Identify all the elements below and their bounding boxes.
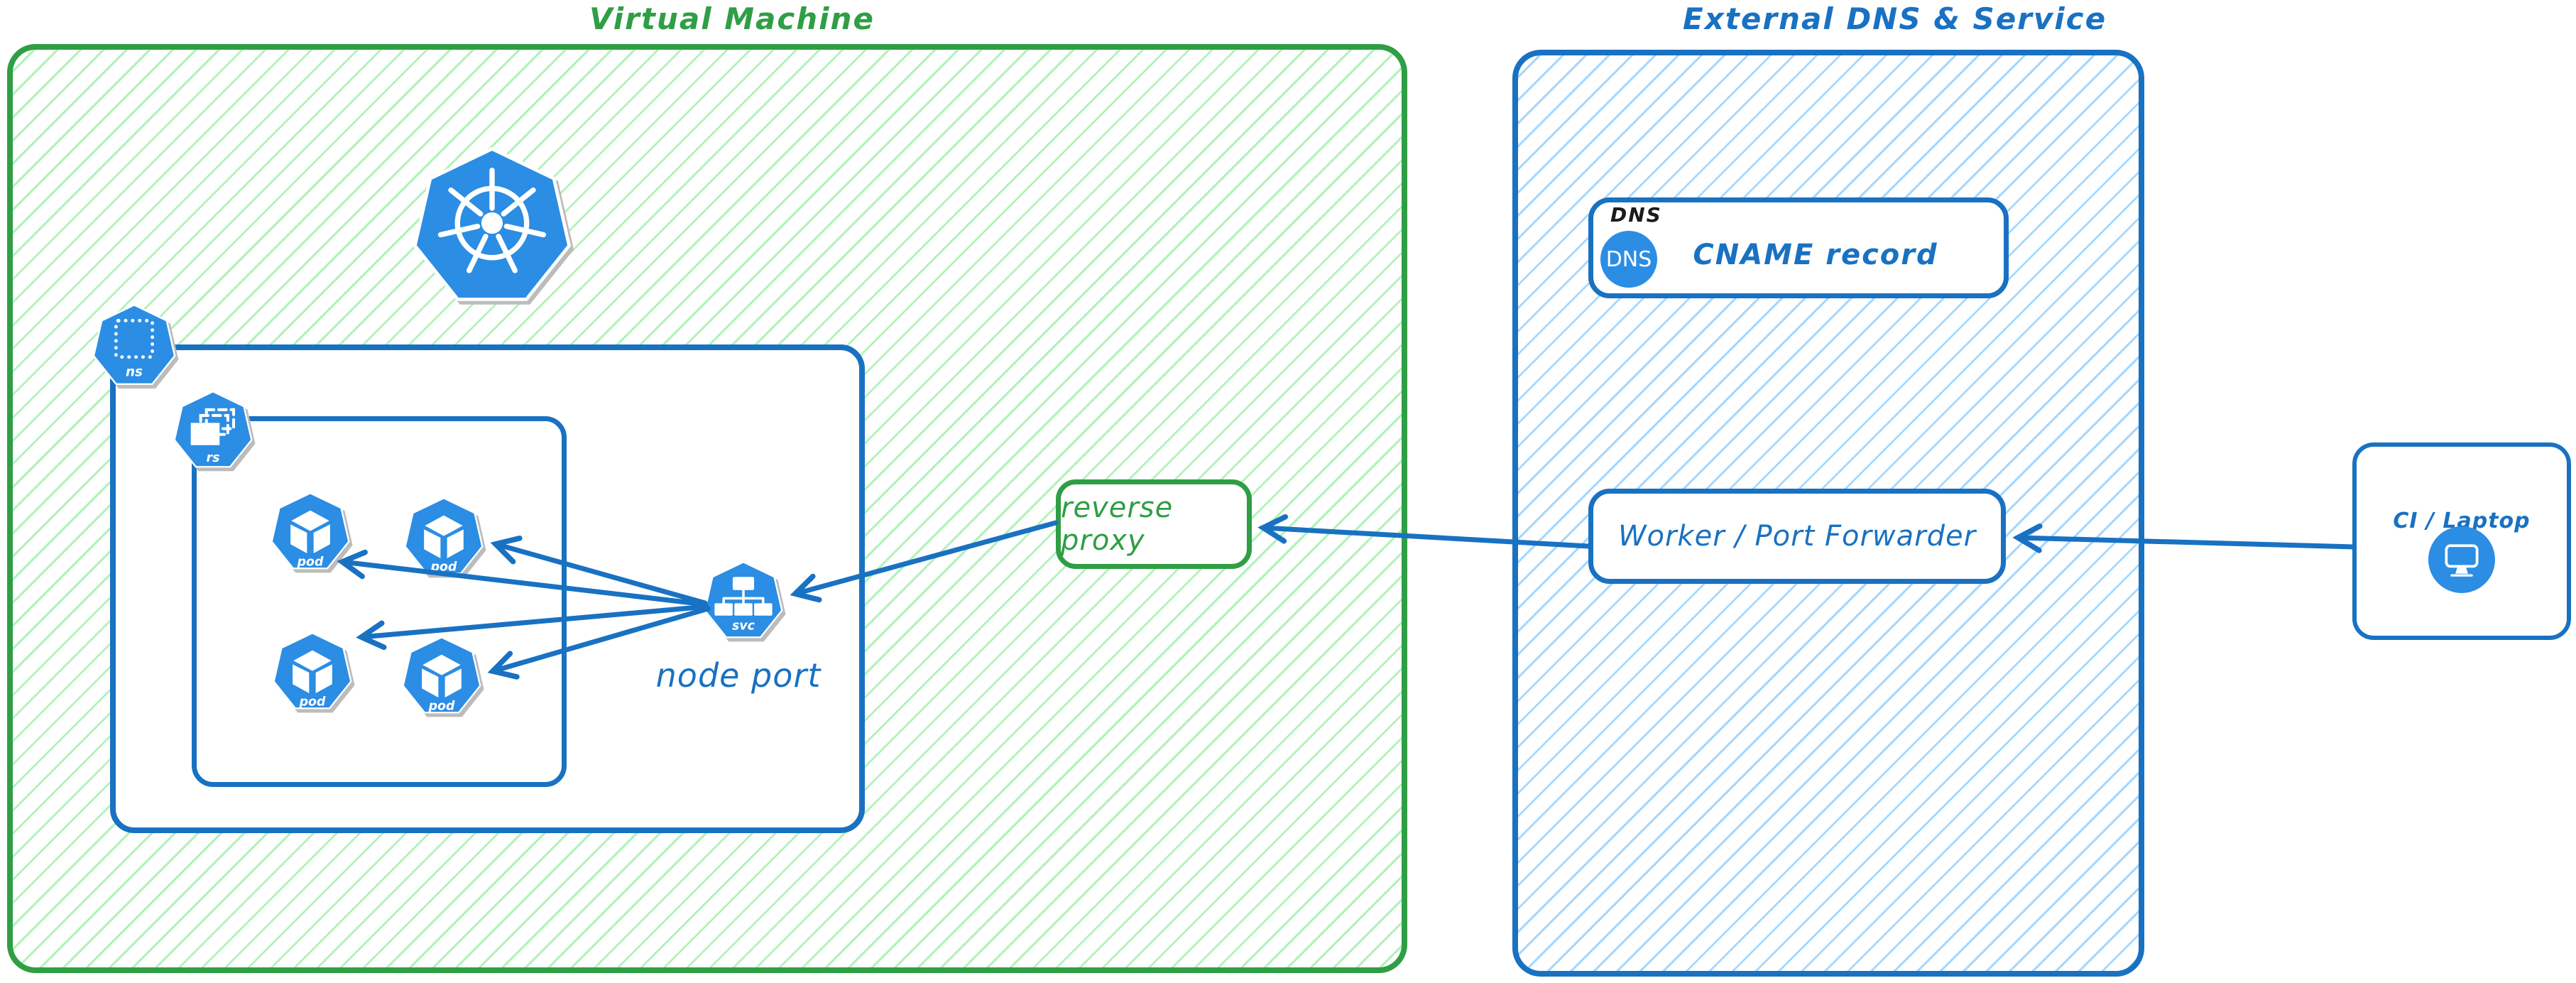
svg-text:pod: pod (430, 560, 457, 574)
svg-text:pod: pod (428, 699, 455, 713)
dns-icon-label: DNS (1605, 246, 1652, 272)
svg-text:svc: svc (732, 619, 755, 633)
svg-text:pod: pod (299, 695, 326, 709)
service-icon: svc (704, 561, 783, 639)
svg-text:pod: pod (297, 555, 324, 569)
kubernetes-logo-icon (413, 147, 572, 301)
dotted-square-glyph (114, 318, 155, 359)
pod-icon-1: pod (271, 492, 350, 569)
reverse-proxy-box: reverse proxy (1056, 479, 1252, 569)
cube-glyph (422, 654, 462, 697)
kubernetes-wheel-glyph (437, 168, 547, 273)
cube-glyph (424, 515, 464, 558)
worker-port-forwarder-label: Worker / Port Forwarder (1617, 520, 1977, 553)
pod-icon-4: pod (402, 636, 481, 713)
cname-record-label: CNAME record (1693, 239, 1938, 271)
virtual-machine-title: Virtual Machine (589, 1, 875, 36)
svg-text:rs: rs (207, 451, 220, 465)
svg-text:ns: ns (126, 364, 143, 379)
worker-port-forwarder-box: Worker / Port Forwarder (1588, 489, 2006, 584)
monitor-icon (2428, 526, 2495, 593)
dns-record-box (1588, 197, 2009, 298)
monitor-glyph (2445, 544, 2479, 577)
cube-glyph (293, 650, 332, 693)
pod-icon-2: pod (404, 497, 484, 574)
pod-icon-3: pod (273, 632, 352, 709)
dns-tag-label: DNS (1610, 203, 1662, 227)
reverse-proxy-label: reverse proxy (1061, 492, 1174, 557)
service-tree-glyph (714, 577, 773, 616)
namespace-icon: ns (92, 304, 176, 386)
cube-glyph (290, 510, 330, 553)
replicaset-icon: rs (173, 391, 253, 468)
dns-icon: DNS (1600, 231, 1657, 288)
node-port-label: node port (655, 656, 822, 695)
external-dns-service-title: External DNS & Service (1683, 1, 2107, 36)
